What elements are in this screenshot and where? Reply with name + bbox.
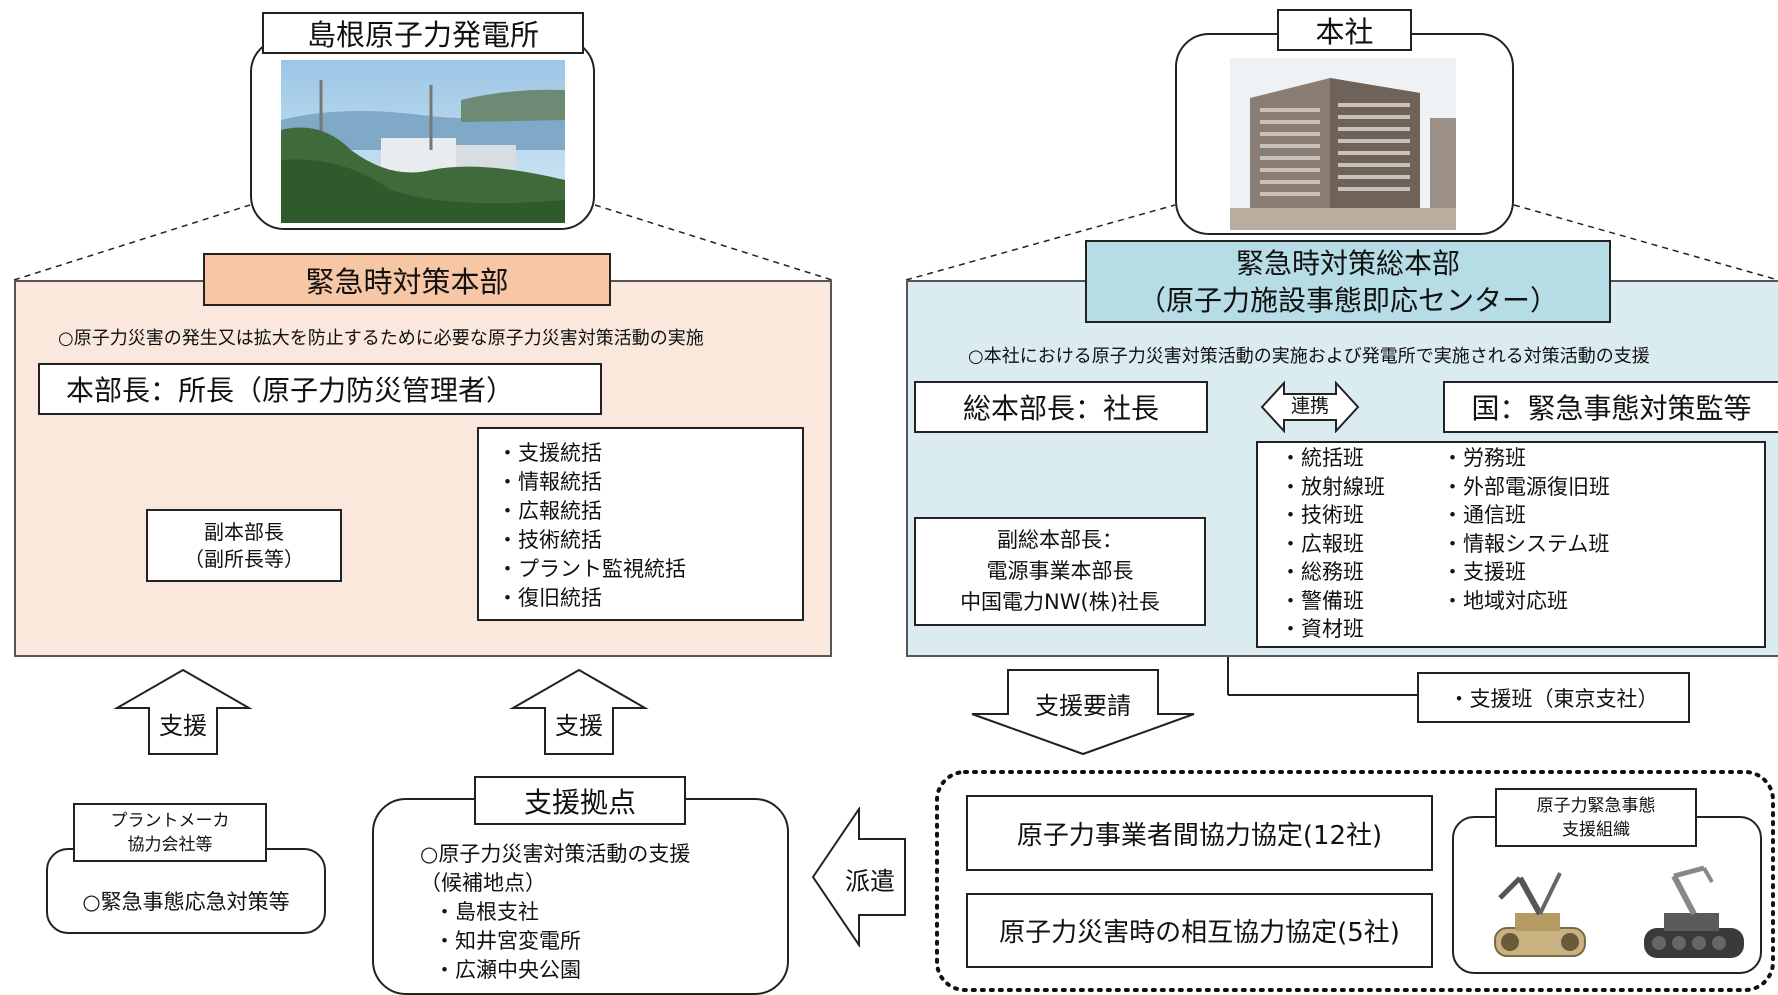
agreement-2-box: 原子力災害時の相互協力協定(5社) bbox=[966, 893, 1433, 968]
support-base-body: ○原子力災害対策活動の支援 （候補地点） ・島根支社 ・知井宮変電所 ・広瀬中央… bbox=[420, 840, 780, 985]
list-item: ・復旧統括 bbox=[497, 586, 602, 610]
right-deputy-line3: 中国電力NW(株)社長 bbox=[960, 590, 1160, 614]
list-item: ・広報統括 bbox=[497, 499, 602, 523]
support-base-line5: ・広瀬中央公園 bbox=[434, 958, 581, 982]
coordination-label: 連携 bbox=[1290, 395, 1329, 417]
emergency-org-line1: 原子力緊急事態 bbox=[1536, 795, 1656, 816]
robot-icon-1 bbox=[1494, 872, 1586, 957]
coordination-arrow bbox=[1260, 381, 1360, 433]
list-item: ・情報システム班 bbox=[1442, 531, 1610, 556]
support-base-card bbox=[372, 798, 789, 995]
list-item: ・外部電源復旧班 bbox=[1442, 474, 1610, 499]
left-deputy-line2: （副所長等） bbox=[184, 546, 304, 571]
list-item: ・支援班 bbox=[1442, 560, 1526, 584]
left-site-title: 島根原子力発電所 bbox=[262, 12, 584, 54]
support-arrow-up-1 bbox=[113, 668, 253, 755]
right-hq-purpose: ○本社における原子力災害対策活動の実施および発電所で実施される対策活動の支援 bbox=[968, 346, 1650, 367]
national-supervisor-box: 国：緊急事態対策監等 bbox=[1443, 381, 1778, 433]
list-item: ・総務班 bbox=[1280, 560, 1364, 584]
list-item: ・資材班 bbox=[1280, 617, 1364, 641]
support-request-label: 支援要請 bbox=[1035, 692, 1131, 720]
list-item: ・技術統括 bbox=[497, 528, 602, 552]
plant-maker-title-line2: 協力会社等 bbox=[127, 834, 213, 855]
list-item: ・通信班 bbox=[1442, 503, 1526, 527]
plant-maker-title: プラントメーカ 協力会社等 bbox=[73, 803, 267, 862]
emergency-support-org-title: 原子力緊急事態 支援組織 bbox=[1495, 788, 1697, 847]
right-teams-box bbox=[1256, 441, 1766, 648]
right-deputy-box: 副総本部長： 電源事業本部長 中国電力NW(株)社長 bbox=[914, 517, 1206, 626]
right-hq-head: 総本部長：社長 bbox=[914, 381, 1208, 433]
right-hq-title: 緊急時対策総本部 （原子力施設事態即応センター） bbox=[1085, 240, 1611, 323]
list-item: ・警備班 bbox=[1280, 588, 1364, 613]
right-deputy-line2: 電源事業本部長 bbox=[986, 559, 1134, 583]
list-item: ・情報統括 bbox=[497, 470, 602, 494]
list-item: ・広報班 bbox=[1280, 531, 1364, 556]
list-item: ・支援統括 bbox=[497, 441, 602, 465]
agreement-1-box: 原子力事業者間協力協定(12社) bbox=[966, 795, 1433, 871]
list-item: ・放射線班 bbox=[1280, 474, 1385, 499]
emergency-org-line2: 支援組織 bbox=[1562, 819, 1630, 840]
support-base-line2: （候補地点） bbox=[420, 871, 546, 895]
left-deputy-line1: 副本部長 bbox=[204, 519, 284, 544]
tokyo-support-team-box: ・支援班（東京支社） bbox=[1417, 672, 1690, 723]
dispatch-label: 派遣 bbox=[844, 867, 895, 896]
power-plant-photo bbox=[281, 60, 565, 223]
plant-maker-title-line1: プラントメーカ bbox=[110, 810, 230, 831]
right-hq-title-line1: 緊急時対策総本部 bbox=[1235, 246, 1460, 280]
list-item: ・統括班 bbox=[1280, 446, 1364, 470]
list-item: ・地域対応班 bbox=[1442, 588, 1568, 613]
headquarters-building-photo bbox=[1230, 58, 1456, 230]
plant-maker-card bbox=[46, 848, 326, 934]
support-base-line1: ○原子力災害対策活動の支援 bbox=[420, 842, 691, 866]
right-site-title: 本社 bbox=[1277, 9, 1412, 51]
right-deputy-line1: 副総本部長： bbox=[997, 528, 1123, 552]
support-base-line4: ・知井宮変電所 bbox=[434, 929, 581, 953]
left-hq-head: 本部長：所長（原子力防災管理者） bbox=[38, 363, 602, 415]
left-deputy-box: 副本部長 （副所長等） bbox=[146, 509, 342, 582]
robot-icon-2 bbox=[1644, 865, 1744, 958]
left-units-box: ・支援統括 ・情報統括 ・広報統括 ・技術統括 ・プラント監視統括 ・復旧統括 bbox=[477, 427, 804, 621]
teams-column-2: ・労務班 ・外部電源復旧班 ・通信班 ・情報システム班 ・支援班 ・地域対応班 bbox=[1424, 444, 1724, 615]
teams-column-1: ・統括班 ・放射線班 ・技術班 ・広報班 ・総務班 ・警備班 ・資材班 bbox=[1262, 444, 1422, 644]
left-hq-purpose: ○原子力災害の発生又は拡大を防止するために必要な原子力災害対策活動の実施 bbox=[58, 328, 704, 349]
list-item: ・プラント監視統括 bbox=[497, 557, 686, 581]
right-hq-title-line2: （原子力施設事態即応センター） bbox=[1137, 283, 1558, 317]
support-label-1: 支援 bbox=[159, 712, 207, 740]
plant-maker-body: ○緊急事態応急対策等 bbox=[82, 890, 290, 914]
left-hq-title: 緊急時対策本部 bbox=[203, 253, 611, 306]
dispatch-arrow-left bbox=[811, 807, 906, 947]
list-item: ・労務班 bbox=[1442, 446, 1526, 470]
support-arrow-up-2 bbox=[509, 668, 649, 755]
support-label-2: 支援 bbox=[555, 712, 603, 740]
support-base-line3: ・島根支社 bbox=[434, 900, 539, 924]
support-base-title: 支援拠点 bbox=[474, 776, 686, 825]
support-request-arrow-down bbox=[971, 669, 1195, 756]
list-item: ・技術班 bbox=[1280, 503, 1364, 527]
